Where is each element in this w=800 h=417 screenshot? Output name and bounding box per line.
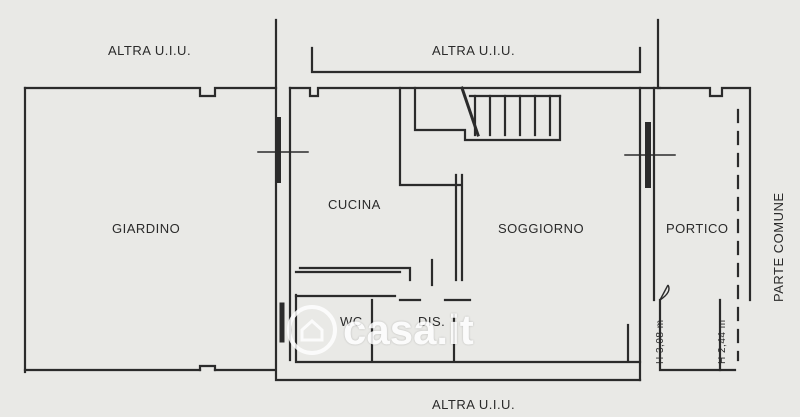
room-label-dis: DIS. (418, 314, 446, 329)
watermark: casa.it (287, 305, 474, 355)
label-height-portico: H 2,44 m (717, 319, 728, 364)
house-icon (287, 305, 337, 355)
house-outer-wall (274, 86, 642, 382)
room-label-soggiorno: SOGGIORNO (498, 221, 585, 236)
kitchen-wall (398, 86, 462, 187)
portico-boundary (658, 86, 752, 302)
label-altra-uiu-bottom: ALTRA U.I.U. (432, 397, 516, 412)
garden-boundary (23, 86, 277, 98)
door-arc-portico (659, 284, 670, 301)
label-altra-uiu-top-center: ALTRA U.I.U. (432, 43, 516, 58)
label-parte-comune: PARTE COMUNE (771, 192, 786, 302)
room-label-cucina: CUCINA (328, 197, 381, 212)
room-label-portico: PORTICO (666, 221, 729, 236)
staircase (413, 86, 562, 142)
room-label-giardino: GIARDINO (112, 221, 181, 236)
watermark-text: casa.it (343, 306, 474, 353)
label-height-main: H 3,08 m (655, 319, 666, 364)
room-label-wc: WC (340, 314, 363, 329)
label-altra-uiu-top-left: ALTRA U.I.U. (108, 43, 192, 58)
